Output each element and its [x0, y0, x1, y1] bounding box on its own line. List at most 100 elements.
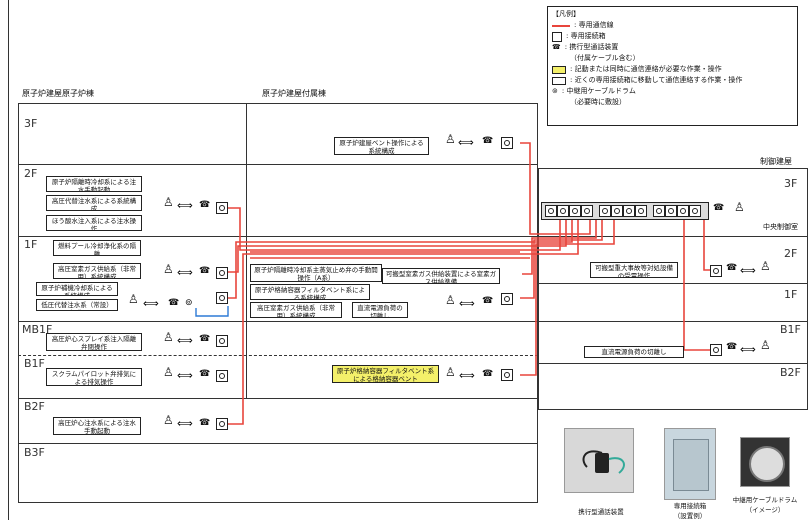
control-2f-phone-icon: ☎: [726, 263, 738, 273]
task-control-2f: 可搬型重大事故等対処設備の受電操作: [590, 262, 678, 278]
task-annex-3f: 原子炉建屋ベント操作による系統構成: [334, 137, 429, 155]
floor-line-mb1f: [18, 321, 538, 322]
reactor-building-header: 原子炉建屋原子炉棟: [22, 89, 94, 98]
left-b2f-terminal-icon: [216, 418, 228, 430]
left-b2f-phone-icon: ☎: [199, 418, 211, 428]
left-1f-phone2-icon: ☎: [168, 298, 180, 308]
legend-terminal-label: : 専用接続箱: [566, 32, 606, 40]
left-b1f-operator-icon: ♙: [163, 365, 174, 379]
task-annex-1f-2: 原子炉格納容器フィルタベント系による系統構成: [250, 284, 370, 300]
legend-white-swatch: [552, 76, 566, 85]
left-1f-arrow2-icon: ⟺: [143, 297, 159, 310]
floor-label-mb1f: MB1F: [22, 323, 53, 336]
annex-1f-operator-icon: ♙: [445, 293, 456, 307]
task-annex-1f-5: 直流電源負荷の切離し: [352, 302, 408, 318]
annex-3f-phone-icon: ☎: [482, 136, 494, 146]
drum-photo-caption: 中継用ケーブルドラム: [732, 496, 798, 504]
floor-label-b3f: B3F: [24, 446, 45, 459]
task-left-1f-1: 燃料プール冷却浄化系の隔離: [53, 240, 141, 256]
floor-line-2f: [18, 164, 538, 165]
control-2f-arrow-icon: ⟺: [740, 264, 756, 277]
phone-device-photo: [564, 428, 634, 493]
left-1f-operator-icon: ♙: [163, 262, 174, 276]
annex-3f-terminal-icon: [501, 137, 513, 149]
legend-drum-row: ⊚ : 中継用ケーブルドラム: [552, 86, 793, 97]
annex-building-header: 原子炉建屋付属棟: [262, 89, 326, 98]
left-b1f-phone-icon: ☎: [199, 369, 211, 379]
phone-photo-caption: 携行型通話装置: [578, 508, 624, 516]
annex-3f-operator-icon: ♙: [445, 132, 456, 146]
task-left-b2f: 高圧炉心注水系による注水手動起動: [53, 417, 141, 435]
left-b2f-arrow-icon: ⟺: [177, 417, 193, 430]
floor-line-b3f: [18, 443, 538, 444]
task-control-b1f: 直流電源負荷の切離し: [584, 346, 684, 358]
legend-line-swatch: [552, 24, 570, 27]
legend-drum-label: : 中継用ケーブルドラム: [561, 87, 636, 95]
legend-yellow-swatch: [552, 65, 566, 74]
phone-device-icon: [582, 450, 625, 474]
panel-terminal-10: [665, 205, 677, 217]
control-room-operator-icon: ♙: [734, 200, 745, 214]
legend-yellow-row: : 記動または同時に通信連絡が必要な作業・操作: [552, 64, 793, 75]
control-floor-b1f: B1F: [780, 323, 801, 336]
left-mb1f-terminal-icon: [216, 335, 228, 347]
left-border: [0, 0, 9, 520]
panel-terminal-8: [635, 205, 647, 217]
legend-white-label: : 近くの専用接続箱に移動して通信連絡する作業・操作: [570, 76, 743, 84]
floor-line-1f: [18, 236, 538, 237]
legend-drum-icon: ⊚: [552, 87, 558, 95]
panel-terminal-5: [599, 205, 611, 217]
legend-title: 【凡例】: [552, 10, 580, 18]
control-floor-b2f: B2F: [780, 366, 801, 379]
control-line-b2f: [538, 363, 808, 364]
control-2f-terminal-icon: [710, 265, 722, 277]
legend-terminal-row: : 専用接続箱: [552, 31, 793, 42]
left-1f-operator2-icon: ♙: [128, 292, 139, 306]
legend-phone-label: : 携行型通話装置: [564, 43, 619, 51]
left-1f-arrow-icon: ⟺: [177, 266, 193, 279]
left-2f-phone-icon: ☎: [199, 200, 211, 210]
task-annex-1f-3: 高圧窒素ガス供給系（非常用）系統構成: [250, 302, 342, 318]
floor-line-b1f: [18, 355, 538, 356]
task-left-1f-2: 高圧窒素ガス供給系（非常用）系統構成: [53, 263, 141, 279]
task-left-1f-4: 低圧代替注水系（常設）操作: [36, 299, 118, 311]
annex-b1f-phone-icon: ☎: [482, 369, 494, 379]
floor-label-b1f: B1F: [24, 357, 45, 370]
legend-line-label: : 専用通信線: [574, 21, 614, 29]
annex-1f-phone-icon: ☎: [482, 296, 494, 306]
drum-photo-caption-2: （イメージ）: [745, 506, 785, 514]
box-photo-caption-2: （設置例）: [673, 512, 707, 520]
annex-1f-arrow-icon: ⟺: [459, 297, 475, 310]
panel-terminal-3: [569, 205, 581, 217]
junction-box-door-icon: [673, 439, 709, 491]
legend-phone-icon: ☎: [552, 43, 561, 51]
task-annex-1f-1: 原子炉隔離時冷却系主蒸気止め弁の手動開操作（A系）: [250, 264, 382, 282]
control-floor-1f: 1F: [784, 288, 798, 301]
legend-phone-note: （付属ケーブル含む）: [570, 54, 640, 62]
legend-drum-note: （必要時に敷設）: [570, 98, 626, 106]
left-2f-terminal-icon: [216, 202, 228, 214]
cable-drum-photo: [740, 437, 790, 487]
box-photo-caption: 専用接続箱: [673, 502, 707, 510]
left-mb1f-phone-icon: ☎: [199, 334, 211, 344]
panel-terminal-11: [677, 205, 689, 217]
control-building-panel: [538, 168, 808, 410]
left-mb1f-operator-icon: ♙: [163, 330, 174, 344]
legend-white-row: : 近くの専用接続箱に移動して通信連絡する作業・操作: [552, 75, 793, 86]
legend-line-row: : 専用通信線: [552, 20, 793, 31]
left-1f-terminal-icon: [216, 267, 228, 279]
left-1f-terminal2-icon: [216, 292, 228, 304]
left-1f-phone-icon: ☎: [199, 266, 211, 276]
task-left-2f-1: 原子炉隔離時冷却系による注水手動起動: [46, 176, 142, 192]
left-1f-cable-drum-icon: ⊚: [185, 298, 193, 308]
left-2f-operator-icon: ♙: [163, 195, 174, 209]
annex-b1f-operator-icon: ♙: [445, 365, 456, 379]
left-2f-arrow-icon: ⟺: [177, 199, 193, 212]
floor-label-b2f: B2F: [24, 400, 45, 413]
floor-label-1f: 1F: [24, 238, 38, 251]
panel-terminal-1: [545, 205, 557, 217]
left-b1f-terminal-icon: [216, 370, 228, 382]
control-floor-3f: 3F: [784, 177, 798, 190]
control-line-1f: [538, 283, 808, 284]
